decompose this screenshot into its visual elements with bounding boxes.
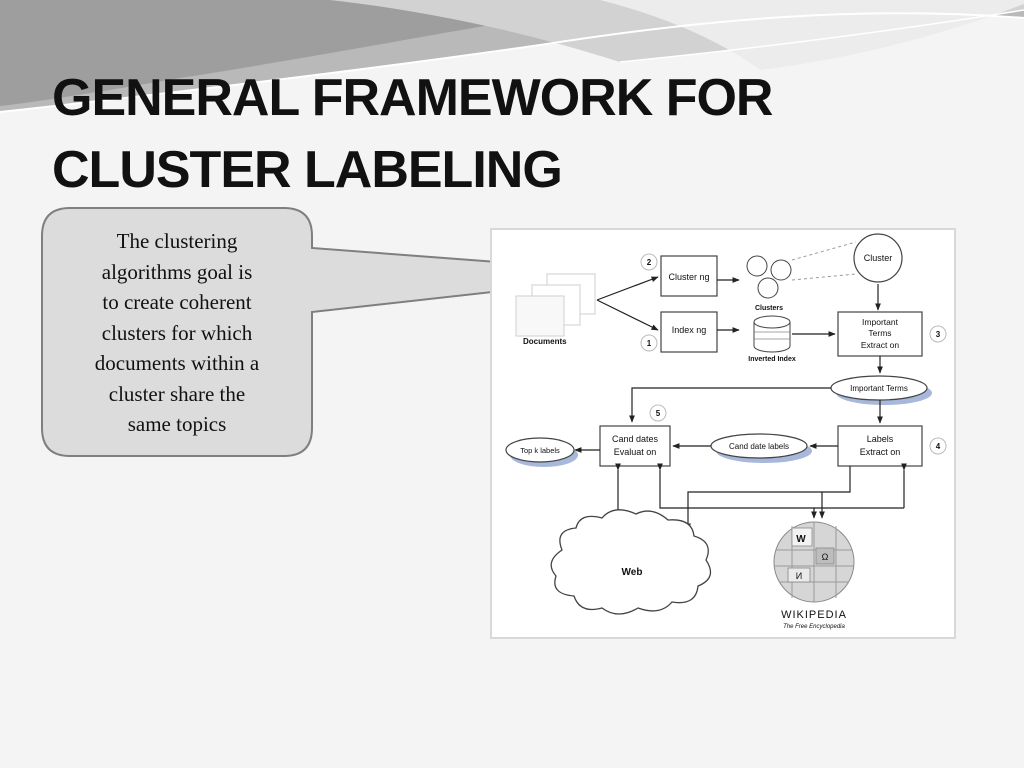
svg-text:2: 2 [647, 258, 652, 267]
cluster-circle [853, 233, 903, 283]
top-k-labels-label: Top k labels [520, 446, 560, 455]
candidates-evaluation-line-2: Evaluat on [614, 447, 657, 457]
svg-text:W: W [796, 534, 806, 545]
slide-title-line-1: GENERAL FRAMEWORK FOR [52, 69, 773, 127]
clusters-label: Clusters [755, 305, 783, 312]
candidates-evaluation-line-1: Cand dates [612, 434, 659, 444]
labels-extraction-line-2: Extract on [860, 447, 901, 457]
step-number-1: 1 [640, 334, 658, 352]
callout-line-3: to create coherent [102, 290, 252, 314]
svg-text:И: И [796, 571, 802, 581]
callout-line-5: documents within a [94, 351, 260, 375]
svg-text:1: 1 [647, 339, 652, 348]
step-number-2: 2 [640, 253, 658, 271]
callout-text: The clustering algorithms goal is to cre… [52, 226, 302, 440]
web-cloud-icon [550, 509, 712, 615]
labels-extraction-box [837, 425, 923, 467]
framework-diagram: Documents Cluster ng Index ng 2 1 Cluste… [490, 228, 956, 639]
callout-line-1: The clustering [116, 229, 238, 253]
candidates-evaluation-box [599, 425, 671, 467]
important-terms-extraction-line-2: Terms [868, 328, 891, 338]
documents-label: Documents [523, 337, 567, 346]
clustering-box [660, 255, 718, 297]
wikipedia-tagline: The Free Encyclopedia [783, 624, 845, 630]
clustering-label: Cluster ng [668, 272, 709, 282]
wikipedia-name: WIKIPEDIA [781, 609, 847, 621]
web-label: Web [622, 567, 643, 578]
step-number-4: 4 [929, 437, 947, 455]
callout-line-6: cluster share the [108, 381, 246, 406]
wikipedia-globe-icon: W Ω И [773, 521, 855, 603]
svg-text:3: 3 [936, 330, 941, 339]
cluster-circle-label: Cluster [864, 253, 893, 263]
slide-title: GENERAL FRAMEWORK FOR CLUSTER LABELING [52, 62, 952, 206]
labels-extraction-line-1: Labels [867, 434, 894, 444]
callout-line-7: same topics [127, 412, 227, 436]
inverted-index-label: Inverted Index [748, 356, 796, 363]
clusters-icon [746, 255, 792, 299]
indexing-box [660, 311, 718, 353]
documents-stack-icon [515, 273, 596, 337]
candidate-labels-label: Cand date labels [729, 442, 789, 451]
step-number-3: 3 [929, 325, 947, 343]
important-terms-label: Important Terms [850, 384, 908, 393]
important-terms-extraction-box [837, 311, 923, 357]
database-icon [753, 315, 791, 353]
svg-text:Ω: Ω [822, 552, 829, 562]
callout-line-2: algorithms goal is [101, 259, 253, 284]
indexing-label: Index ng [672, 325, 707, 335]
svg-text:4: 4 [936, 442, 941, 451]
svg-text:5: 5 [656, 409, 661, 418]
important-terms-extraction-line-1: Important [862, 317, 899, 327]
top-k-labels-ellipse [505, 437, 575, 463]
step-number-5: 5 [649, 404, 667, 422]
callout-line-4: clusters for which [101, 320, 253, 345]
important-terms-extraction-line-3: Extract on [861, 340, 900, 350]
slide-title-line-2: CLUSTER LABELING [52, 141, 563, 199]
